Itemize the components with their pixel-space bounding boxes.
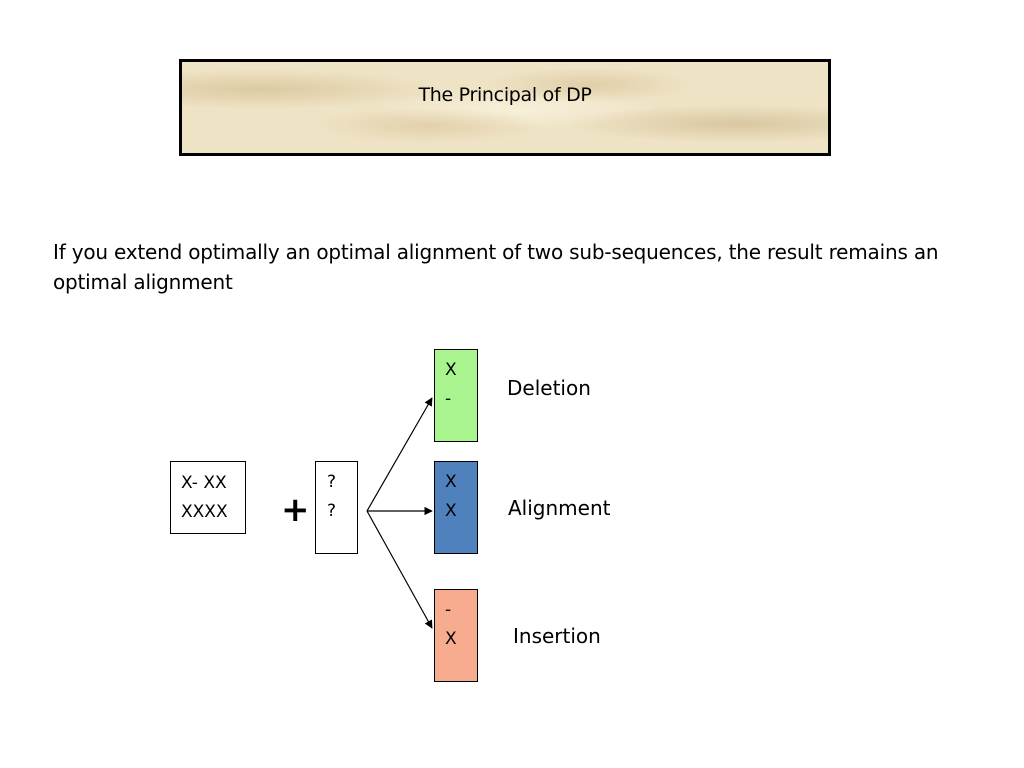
arrow-to-deletion [366, 397, 433, 512]
alignment-column-box: X X [434, 461, 478, 554]
alignment-label: Alignment [508, 496, 611, 520]
arrow-to-insertion [366, 510, 433, 629]
insertion-label: Insertion [513, 624, 601, 648]
insertion-column-bottom: X [445, 629, 457, 649]
insertion-column-box: - X [434, 589, 478, 682]
unknown-column-top: ? [327, 472, 337, 492]
title-box: The Principal of DP [179, 59, 831, 156]
insertion-column-top: - [445, 600, 452, 620]
deletion-column-box: X - [434, 349, 478, 442]
unknown-column-box: ? ? [315, 461, 358, 554]
principle-statement: If you extend optimally an optimal align… [53, 240, 939, 294]
partial-alignment-box: X- XX XXXX [170, 461, 246, 534]
partial-alignment-line-1: X- XX [181, 473, 227, 493]
unknown-column-bottom: ? [327, 501, 337, 521]
deletion-column-bottom: - [445, 389, 452, 409]
partial-alignment-line-2: XXXX [181, 502, 228, 522]
deletion-label: Deletion [507, 376, 591, 400]
alignment-column-bottom: X [445, 501, 457, 521]
deletion-column-top: X [445, 360, 457, 380]
slide-title: The Principal of DP [418, 84, 592, 106]
plus-sign: + [281, 490, 310, 530]
alignment-column-top: X [445, 472, 457, 492]
